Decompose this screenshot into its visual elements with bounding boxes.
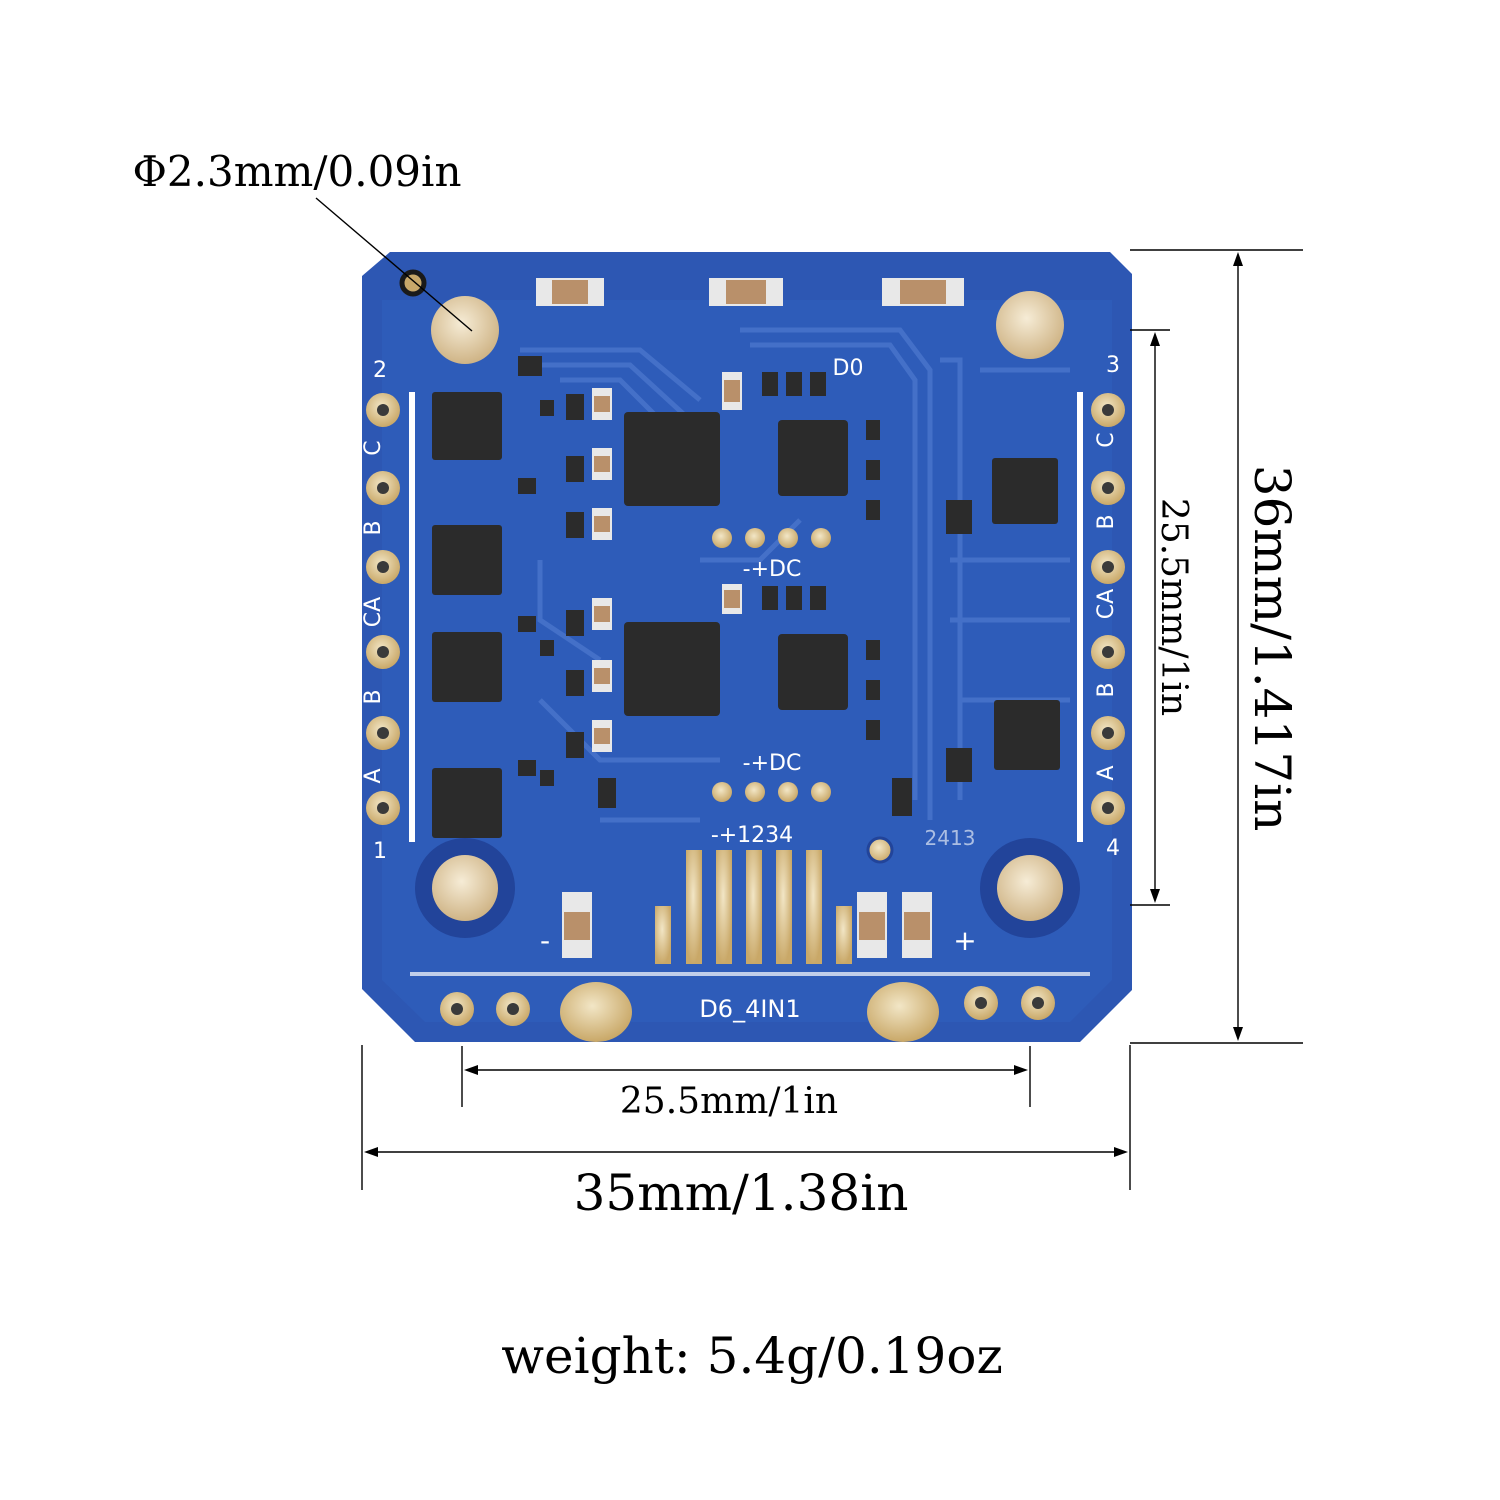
dc-label-upper: -+DC	[743, 557, 802, 582]
left-label-a: A	[361, 768, 386, 783]
fiducial-hole	[399, 269, 427, 297]
passive-components	[518, 356, 972, 816]
mount-horizontal-label: 25.5mm/1in	[620, 1081, 838, 1122]
mosfets-left	[432, 392, 502, 838]
bottom-solder-pads	[440, 986, 1055, 1026]
width-label: 35mm/1.38in	[574, 1164, 909, 1222]
right-label-a: A	[1094, 765, 1119, 780]
mount-hole-top-left	[431, 296, 499, 364]
chip-label-d0: D0	[833, 356, 864, 381]
right-label-ca: CA	[1094, 589, 1119, 619]
date-code: 2413	[925, 826, 976, 850]
mount-vertical-label: 25.5mm/1in	[1153, 498, 1194, 716]
right-label-bottom: 4	[1106, 836, 1120, 861]
silk-bottom-line	[410, 972, 1090, 976]
right-pad-labels: 3 C B CA B A 4	[1094, 353, 1120, 861]
pcb-board: 2 C B CA B A 1 3 C B CA B A 4	[361, 252, 1132, 1042]
height-label: 36mm/1.417in	[1243, 465, 1301, 832]
left-label-bottom: 1	[373, 839, 387, 864]
silk-bar-left	[409, 392, 415, 842]
test-point	[866, 836, 894, 864]
top-capacitors	[536, 278, 964, 306]
signal-header-pads	[655, 850, 852, 964]
mount-hole-bottom-left	[432, 855, 498, 921]
left-edge-pads	[366, 393, 400, 825]
power-pads	[560, 982, 939, 1042]
left-pad-labels: 2 C B CA B A 1	[361, 358, 387, 864]
dc-label-lower: -+DC	[743, 751, 802, 776]
minus-label: -	[540, 924, 550, 957]
board-name: D6_4IN1	[699, 995, 800, 1023]
header-label: -+1234	[711, 823, 793, 848]
weight-label: weight: 5.4g/0.19oz	[501, 1327, 1003, 1385]
left-label-ca: CA	[361, 597, 386, 627]
left-label-b2: B	[361, 689, 386, 704]
bottom-capacitors	[562, 892, 932, 958]
right-label-top: 3	[1106, 353, 1120, 378]
right-label-b2: B	[1094, 682, 1119, 697]
left-label-b1: B	[361, 520, 386, 535]
dc-pads-upper	[712, 528, 831, 548]
right-edge-pads	[1091, 393, 1125, 825]
hole-diameter-label: Φ2.3mm/0.09in	[132, 147, 461, 196]
dc-pads-lower	[712, 782, 831, 802]
plus-label: +	[953, 924, 976, 957]
mount-hole-top-right	[996, 291, 1064, 359]
mosfets-right	[992, 458, 1060, 770]
dimension-lines	[315, 197, 1303, 1190]
left-label-top: 2	[373, 358, 387, 383]
mount-hole-bottom-right	[997, 855, 1063, 921]
right-label-b1: B	[1094, 514, 1119, 529]
left-label-c: C	[361, 440, 386, 455]
driver-ics	[624, 412, 848, 716]
dimension-arrowheads	[364, 252, 1243, 1157]
right-label-c: C	[1094, 432, 1119, 447]
silk-bar-right	[1077, 392, 1083, 842]
